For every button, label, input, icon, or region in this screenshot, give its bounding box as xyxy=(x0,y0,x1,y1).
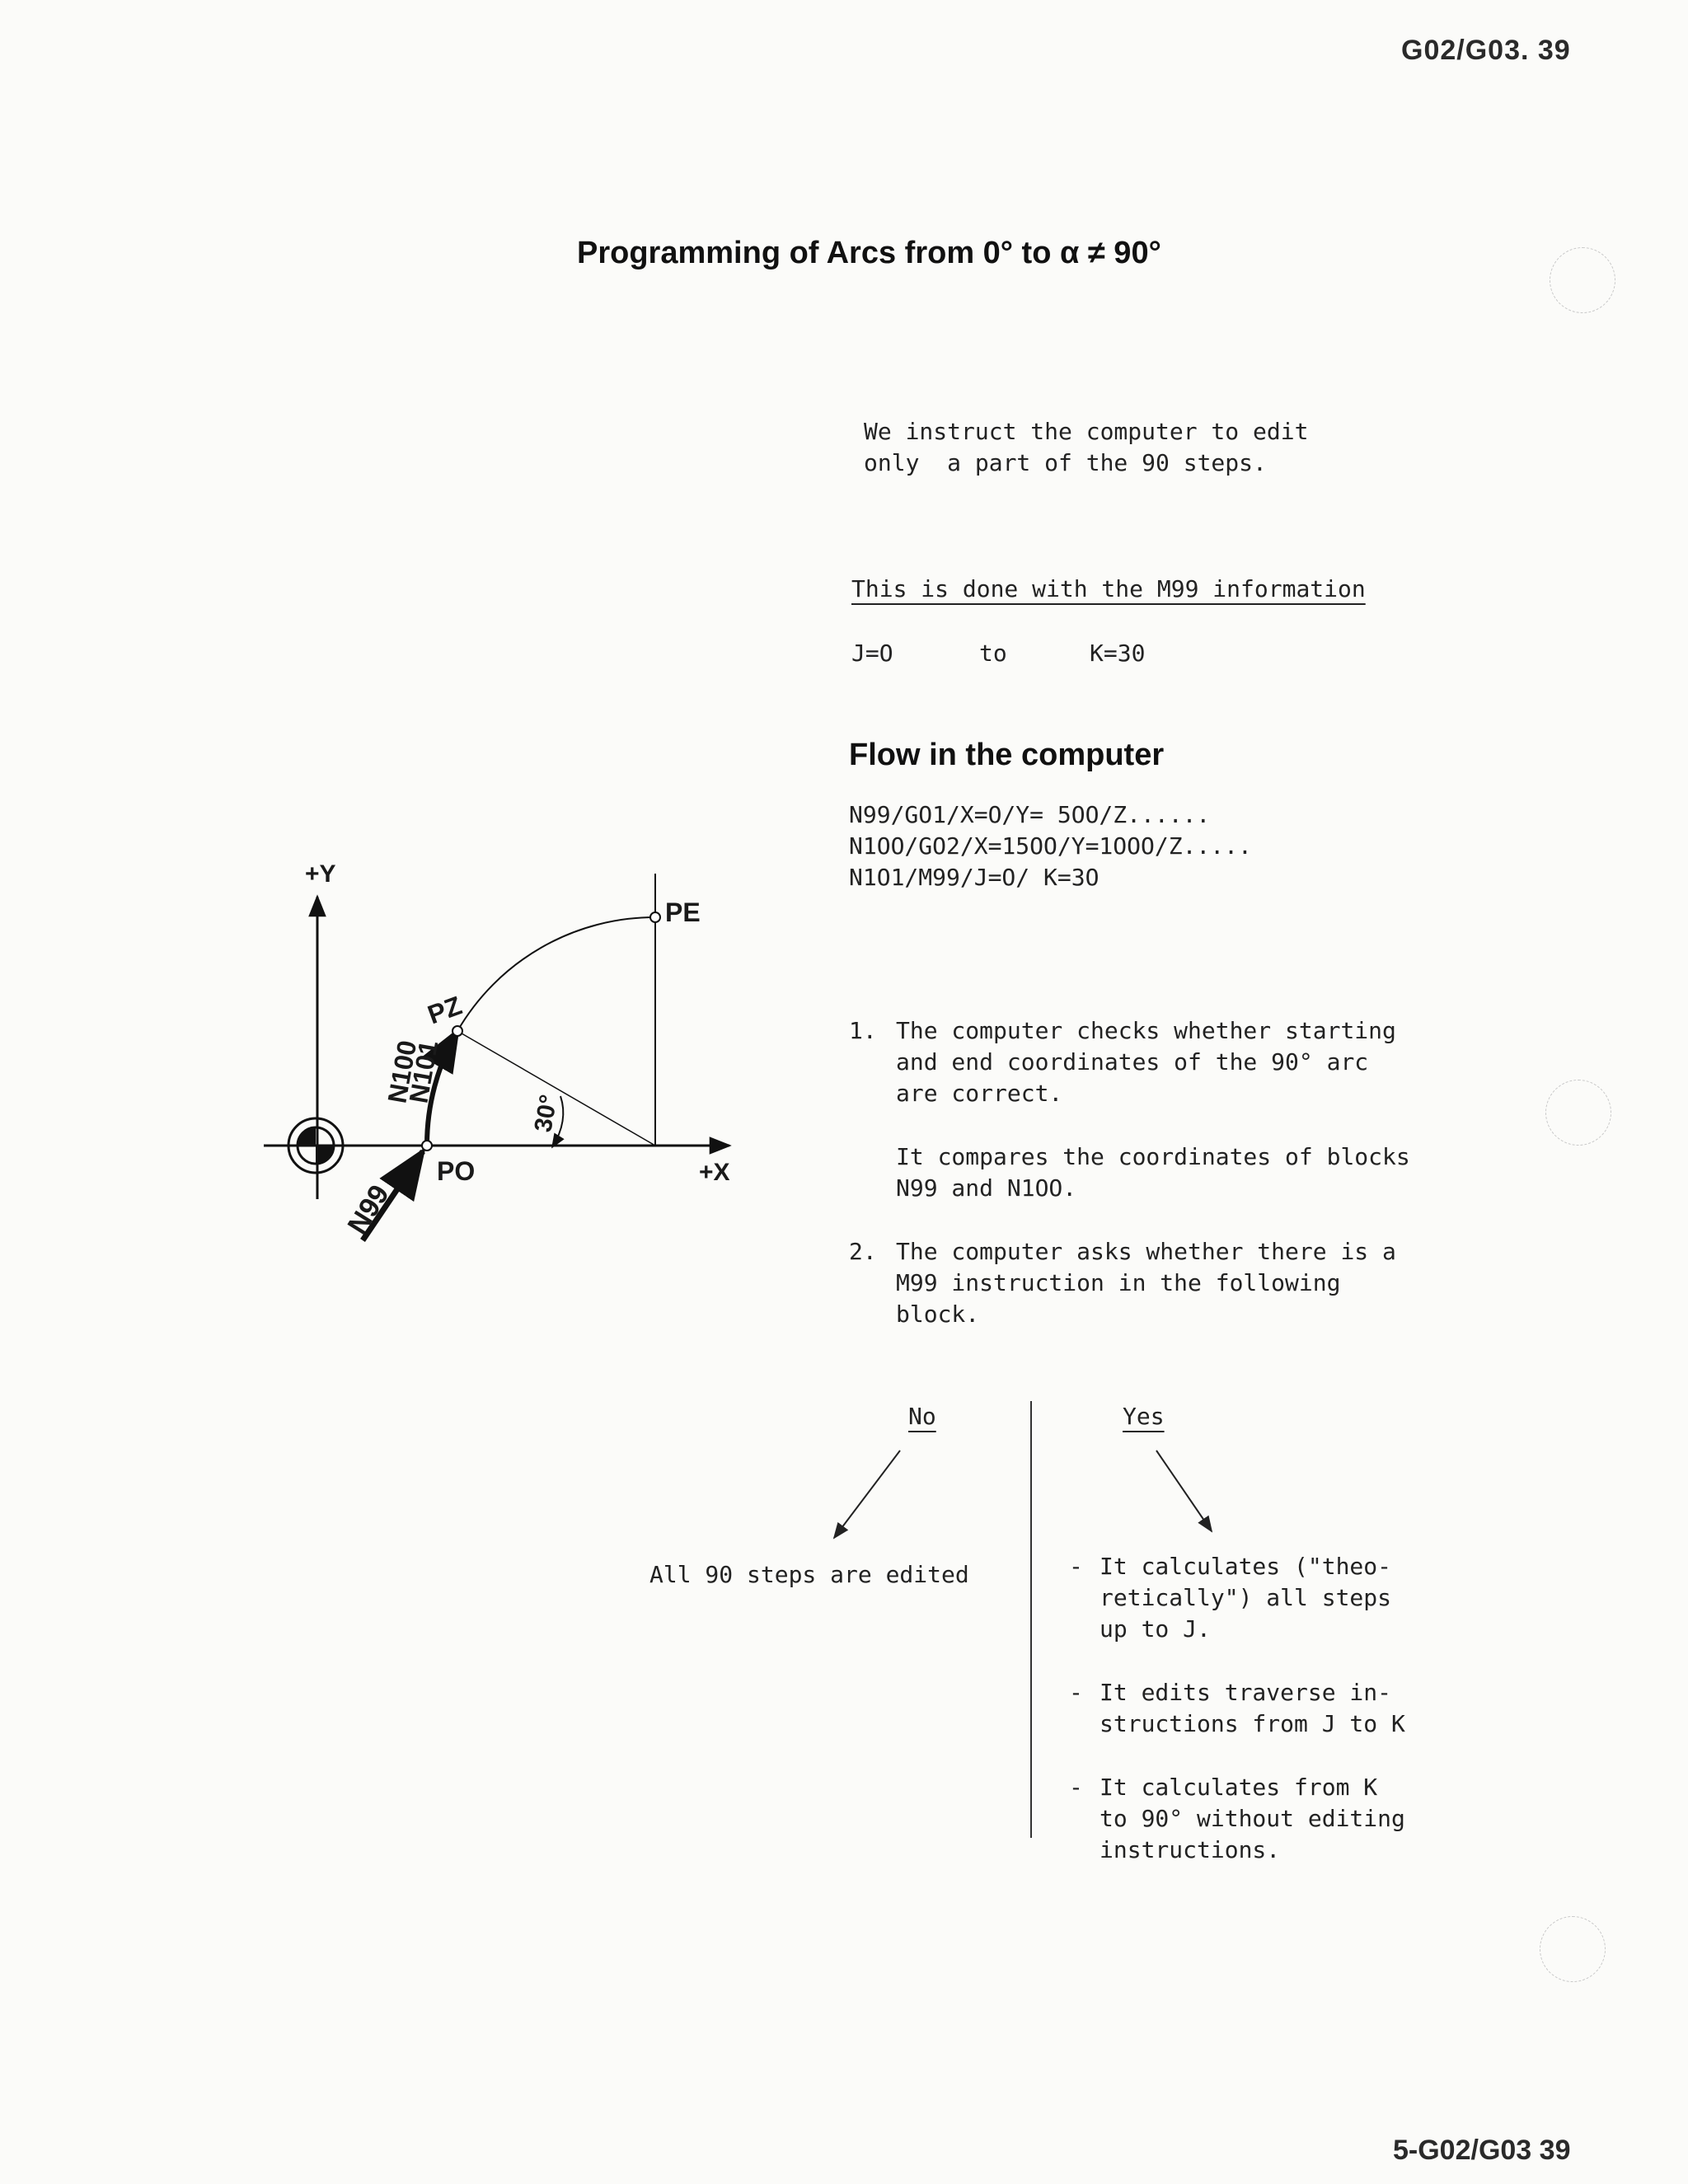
yes-line: It calculates from K xyxy=(1100,1774,1378,1801)
step-line: The computer checks whether starting xyxy=(896,1017,1396,1044)
yes-bullet: - xyxy=(1069,1774,1083,1801)
yes-line: to 90° without editing xyxy=(1100,1805,1405,1832)
point-po xyxy=(421,1140,433,1151)
yes-line: up to J. xyxy=(1100,1615,1211,1643)
remaining-arc xyxy=(457,916,656,1032)
pz-label: PZ xyxy=(424,991,466,1030)
page-header-code: G02/G03. 39 xyxy=(1401,35,1571,66)
m99-heading: This is done with the M99 information xyxy=(851,575,1366,602)
angle-label: 30° xyxy=(529,1093,562,1134)
pe-label: PE xyxy=(665,898,701,927)
page-footer-code: 5-G02/G03 39 xyxy=(1393,2135,1571,2166)
radius-line xyxy=(457,1030,656,1146)
step-line: It compares the coordinates of blocks xyxy=(896,1143,1410,1170)
m99-to: to xyxy=(979,640,1007,667)
yes-line: It edits traverse in- xyxy=(1100,1679,1392,1706)
flow-code-line: N99/GO1/X=O/Y= 5OO/Z...... xyxy=(849,801,1211,828)
branch-no-label: No xyxy=(908,1403,936,1430)
po-label: PO xyxy=(437,1156,475,1186)
branch-yes-label: Yes xyxy=(1123,1403,1165,1430)
branch-no-result: All 90 steps are edited xyxy=(649,1561,969,1588)
branch-divider xyxy=(1030,1401,1032,1838)
flow-code-line: N1OO/GO2/X=15OO/Y=1OOO/Z..... xyxy=(849,832,1252,860)
yes-bullet: - xyxy=(1069,1679,1083,1706)
no-arrow xyxy=(832,1450,901,1540)
step-line: are correct. xyxy=(896,1080,1063,1107)
y-axis-label: +Y xyxy=(305,860,336,888)
step-line: and end coordinates of the 90° arc xyxy=(896,1048,1369,1076)
angle-arrow xyxy=(551,1095,565,1149)
yes-bullet: - xyxy=(1069,1553,1083,1580)
m99-k: K=30 xyxy=(1090,640,1146,667)
page-title: Programming of Arcs from 0° to α ≠ 90° xyxy=(577,236,1161,270)
step-line: M99 instruction in the following xyxy=(896,1269,1341,1296)
x-axis-label: +X xyxy=(699,1159,730,1186)
point-pz xyxy=(452,1025,463,1037)
n99-label: N99 xyxy=(342,1179,396,1240)
punch-hole xyxy=(1550,247,1615,313)
yes-line: retically") all steps xyxy=(1100,1584,1392,1611)
n100-label: N100 xyxy=(382,1038,422,1106)
intro-line-1: We instruct the computer to edit xyxy=(864,418,1309,445)
origin-symbol xyxy=(287,1117,345,1174)
step-number: 1. xyxy=(849,1017,877,1044)
punch-hole xyxy=(1545,1080,1611,1146)
yes-line: structions from J to K xyxy=(1100,1710,1405,1737)
punch-hole xyxy=(1540,1916,1606,1982)
yes-line: instructions. xyxy=(1100,1836,1281,1863)
n99-approach-arrow xyxy=(360,1146,426,1242)
flow-heading: Flow in the computer xyxy=(849,738,1165,772)
yes-arrow xyxy=(1156,1450,1213,1533)
intro-line-2: only a part of the 90 steps. xyxy=(864,449,1267,476)
step-number: 2. xyxy=(849,1238,877,1265)
step-line: block. xyxy=(896,1301,980,1328)
step-line: N99 and N1OO. xyxy=(896,1174,1077,1202)
point-pe xyxy=(649,912,661,923)
m99-j: J=O xyxy=(851,640,893,667)
yes-line: It calculates ("theo- xyxy=(1100,1553,1392,1580)
step-line: The computer asks whether there is a xyxy=(896,1238,1396,1265)
edited-arc xyxy=(422,1027,460,1146)
flow-code-line: N1O1/M99/J=O/ K=3O xyxy=(849,864,1100,891)
n101-label: N101 xyxy=(403,1038,443,1106)
